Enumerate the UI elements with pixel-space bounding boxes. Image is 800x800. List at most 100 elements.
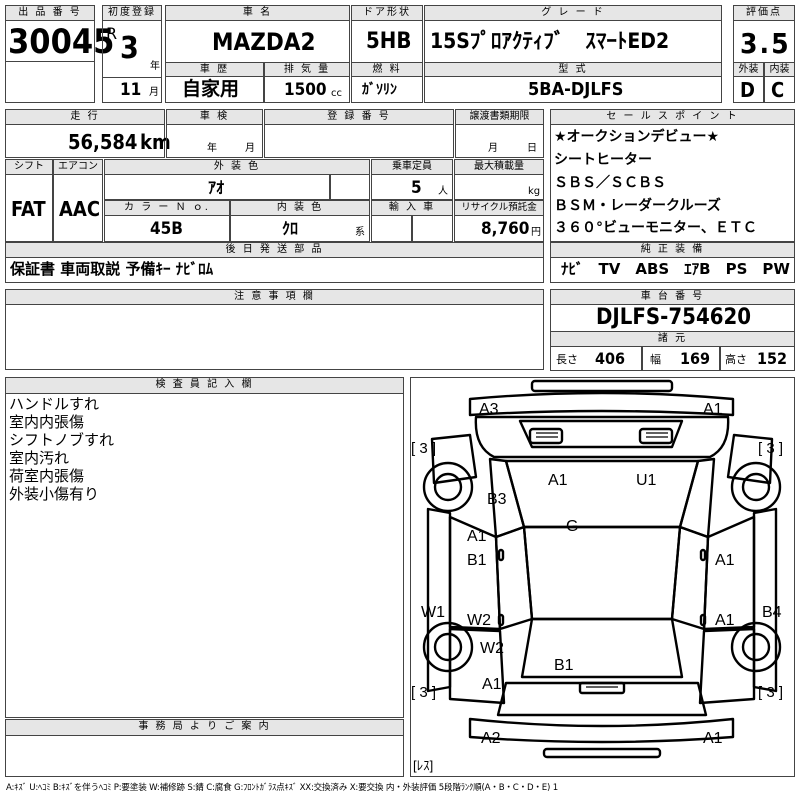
fuel-label: 燃 料	[351, 62, 423, 77]
int-grade-label: 内装	[764, 62, 795, 77]
shift-label: シフト	[5, 159, 53, 175]
interior-color: ｸﾛ	[282, 219, 299, 238]
exterior-color: ｱｵ	[208, 178, 225, 197]
car-diagram	[422, 379, 782, 759]
inspection-label: 車 検	[166, 109, 263, 125]
import-cell	[371, 215, 412, 242]
recycle-fee: 8,760	[481, 219, 530, 239]
damage-mark: U1	[636, 472, 657, 489]
damage-mark: B4	[762, 604, 782, 621]
inspector-line: 室内内張傷	[9, 413, 85, 431]
inspector-line: 室内汚れ	[9, 449, 70, 467]
int-grade: C	[771, 78, 785, 102]
load-unit: kg	[528, 186, 541, 197]
transfer-label: 譲渡書類期限	[455, 109, 544, 125]
score-label: 評価点	[733, 5, 795, 21]
capacity-unit: 人	[438, 186, 448, 197]
length: 406	[595, 349, 626, 368]
mileage-unit: km	[140, 130, 171, 154]
mileage-label: 走 行	[5, 109, 165, 125]
chassis-label: 車 台 番 号	[550, 289, 795, 305]
capacity: 5	[411, 178, 422, 198]
damage-mark: A1	[715, 612, 735, 629]
selling-point: ＢＳＭ・レーダークルーズ	[554, 198, 721, 214]
car-name: MAZDA2	[212, 28, 316, 56]
car-name-label: 車 名	[165, 5, 350, 21]
model-cell	[424, 76, 722, 103]
lot-no-lower-cell	[5, 61, 95, 103]
ext-grade: D	[740, 78, 755, 102]
int-grade-cell	[764, 76, 795, 103]
inspection-year-unit: 年	[207, 143, 217, 154]
car-diagram-frame	[410, 377, 795, 777]
ext-grade-cell	[733, 76, 764, 103]
mileage-cell	[5, 124, 165, 158]
equipment-label: 純 正 装 備	[550, 242, 795, 258]
shift-cell	[5, 174, 53, 242]
selling-point: ＳＢＳ／ＳＣＢＳ	[554, 175, 666, 191]
recycle-unit: 円	[531, 227, 541, 238]
equipment-cell	[550, 257, 795, 283]
recycle-label: リサイクル預託金	[454, 200, 544, 216]
height-label: 高さ	[725, 353, 747, 366]
year-unit: 年	[150, 61, 160, 72]
displacement-unit: cc	[331, 88, 342, 99]
selling-points-cell	[550, 124, 795, 242]
color-no: 45B	[150, 219, 183, 239]
score: 3.5	[740, 27, 791, 60]
chassis-no: DJLFS-754620	[596, 305, 752, 330]
damage-mark: A3	[479, 401, 499, 418]
office-label: 事 務 局 よ り ご 案 内	[5, 719, 404, 736]
height: 152	[757, 349, 788, 368]
damage-mark: A1	[482, 676, 502, 693]
history: 自家用	[182, 78, 240, 100]
damage-mark: A2	[481, 730, 501, 747]
notes-label: 注 意 事 項 欄	[5, 289, 544, 305]
color-label: 外 装 色	[104, 159, 370, 175]
dims-width-cell	[642, 346, 720, 371]
width-label: 幅	[650, 353, 661, 366]
recycle-cell	[454, 215, 544, 242]
reg-no-label: 登 録 番 号	[264, 109, 454, 125]
notes-cell	[5, 304, 544, 370]
damage-mark: B3	[487, 491, 507, 508]
dims-label: 諸 元	[550, 331, 795, 347]
inspector-line: シフトノブすれ	[9, 431, 115, 449]
damage-mark: B1	[554, 657, 574, 674]
transfer-cell	[455, 124, 544, 158]
interior-color-cell	[230, 215, 370, 242]
tire-front-right: [ 3 ]	[758, 440, 784, 457]
damage-mark: W1	[421, 604, 445, 621]
transfer-day-unit: 日	[527, 143, 537, 154]
door-label: ドア形状	[351, 5, 423, 21]
inspector-line: 外装小傷有り	[9, 485, 100, 503]
month-unit: 月	[149, 87, 159, 98]
inspection-month-unit: 月	[245, 143, 255, 154]
fuel: ｶﾞｿﾘﾝ	[362, 82, 397, 98]
selling-point: ３６０°ビューモニター、ＥＴＣ	[554, 220, 757, 236]
transfer-month-unit: 月	[488, 143, 498, 154]
dims-height-cell	[720, 346, 795, 371]
inspection-cell	[166, 124, 263, 158]
capacity-label: 乗車定員	[371, 159, 453, 175]
spare-tire: [ﾚｽ]	[413, 758, 434, 773]
displacement: 1500	[284, 80, 327, 100]
ac-cell	[53, 174, 103, 242]
reg-no-cell	[264, 124, 454, 158]
damage-mark: A1	[703, 730, 723, 747]
color-no-label: カ ラ ー Ｎ ｏ.	[104, 200, 230, 216]
tire-rear-right: [ 3 ]	[758, 684, 784, 701]
mileage: 56,584	[68, 130, 138, 154]
selling-points-label: セ ー ル ス ポ イ ン ト	[550, 109, 795, 125]
tire-rear-left: [ 3 ]	[411, 684, 437, 701]
legend: A:ｷｽﾞ U:ﾍｺﾐ B:ｷｽﾞを伴うﾍｺﾐ P:要塗装 W:補修跡 S:錆 …	[6, 783, 558, 793]
selling-point: ★オークションデビュー★	[554, 129, 720, 145]
damage-mark: A1	[548, 472, 568, 489]
tire-front-left: [ 3 ]	[411, 440, 437, 457]
interior-color-unit: 系	[355, 227, 365, 238]
first-reg-month: 11	[120, 80, 142, 100]
shift: FAT	[11, 197, 46, 221]
later-parts: 保証書 車両取説 予備ｷｰ ﾅﾋﾞﾛﾑ	[10, 260, 214, 278]
model: 5BA-DJLFS	[528, 79, 624, 100]
first-reg-year: 3	[120, 31, 139, 66]
